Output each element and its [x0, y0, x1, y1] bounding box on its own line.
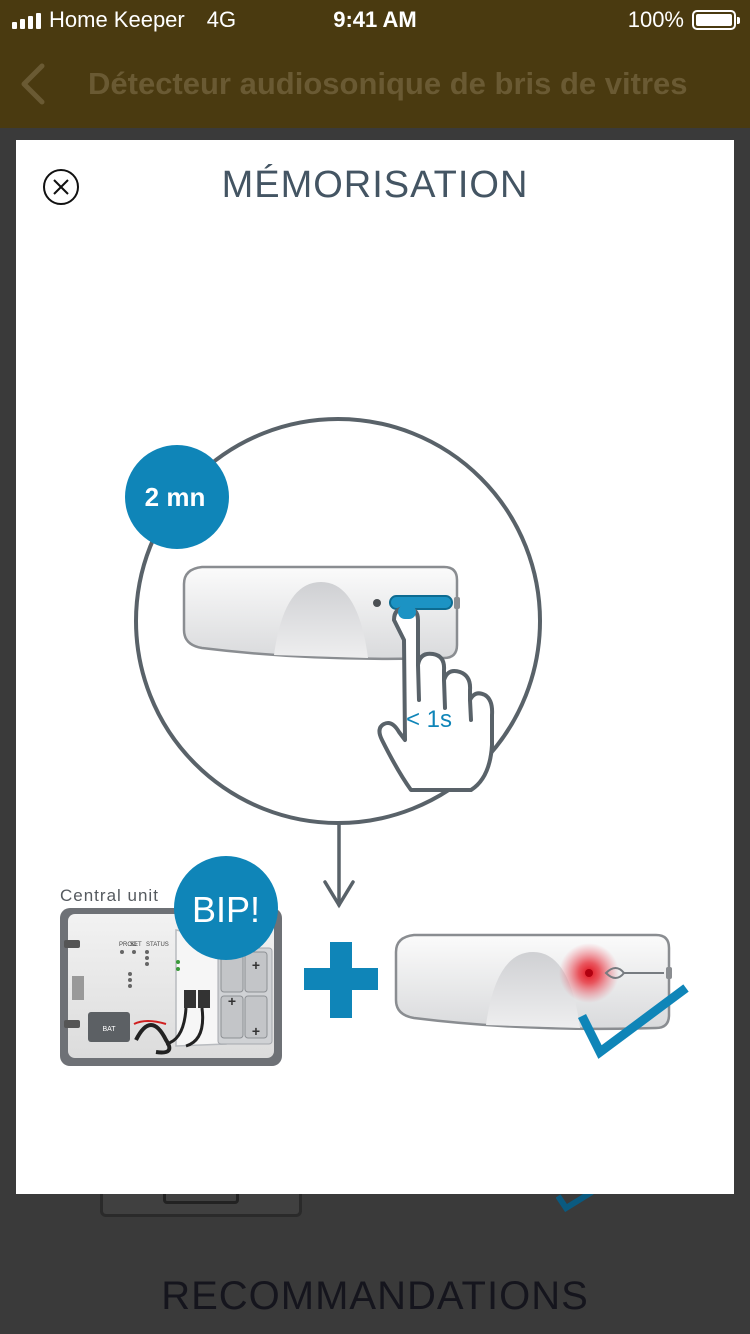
press-duration-label: < 1s — [406, 706, 452, 733]
section-title-recommandations: RECOMMANDATIONS — [161, 1274, 589, 1318]
modal-title: MÉMORISATION — [221, 164, 529, 206]
memorisation-modal: < 1s 2 mn Central unit + + + BAT PROG SE… — [16, 140, 734, 1194]
battery-icon — [692, 10, 740, 30]
checkmark-icon — [577, 984, 689, 1059]
status-label: STATUS — [146, 942, 169, 948]
timer-badge-label: 2 mn — [145, 482, 206, 512]
bat-label: BAT — [102, 1026, 116, 1033]
signal-strength-icon — [12, 11, 41, 29]
central-unit-label: Central unit — [60, 886, 159, 905]
memorisation-illustration: < 1s 2 mn Central unit + + + BAT PROG SE… — [60, 417, 689, 1066]
bip-badge-label: BIP! — [192, 889, 260, 930]
plus-icon — [304, 942, 378, 1018]
bip-badge — [174, 856, 278, 960]
page-title: Détecteur audiosonique de bris de vitres — [88, 66, 688, 101]
svg-text:+: + — [252, 957, 260, 973]
status-bar: Home Keeper 4G 9:41 AM 100% — [0, 0, 750, 40]
set-label: SET — [130, 942, 142, 948]
glass-break-detector-bottom — [394, 933, 672, 1031]
prog-label: PROG — [119, 942, 137, 948]
glass-break-detector-top — [182, 565, 460, 661]
close-button[interactable] — [42, 168, 80, 206]
carrier-name: Home Keeper — [49, 7, 185, 32]
battery-percent: 100% — [627, 7, 684, 32]
svg-text:+: + — [228, 993, 236, 1009]
svg-text:+: + — [252, 1023, 260, 1039]
arrow-down-icon — [323, 821, 355, 909]
finger-press-icon — [377, 606, 495, 792]
background-checkmark-icon — [556, 1192, 594, 1212]
network-type: 4G — [206, 7, 237, 32]
timer-badge — [125, 445, 229, 549]
back-chevron-icon[interactable] — [14, 62, 54, 106]
navigation-bar: Détecteur audiosonique de bris de vitres — [0, 40, 750, 128]
